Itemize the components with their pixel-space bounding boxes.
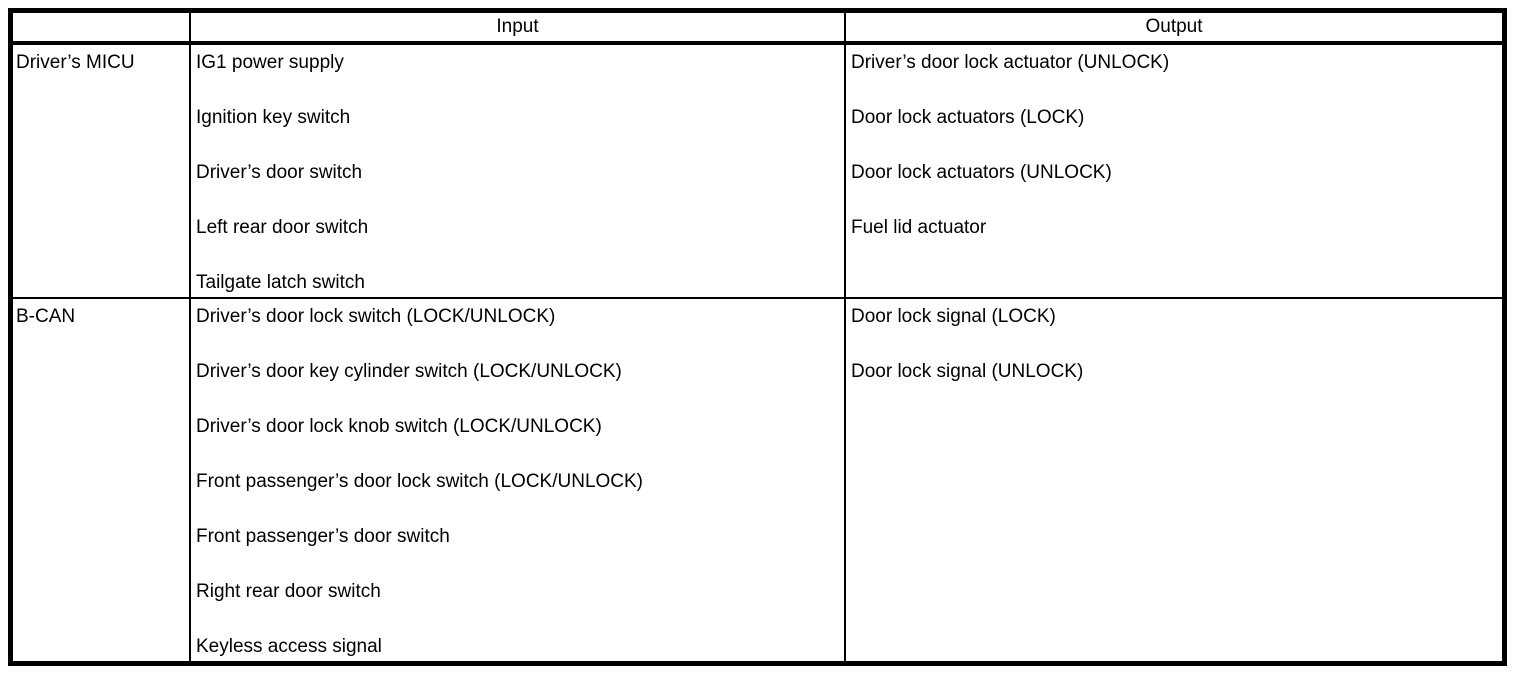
input-item: IG1 power supply	[196, 52, 344, 73]
output-item: Door lock actuators (LOCK)	[851, 107, 1085, 128]
header-cell-input: Input	[189, 13, 844, 45]
row-b-can-inputs: Driver’s door lock switch (LOCK/UNLOCK) …	[189, 297, 844, 661]
output-item: Fuel lid actuator	[851, 217, 987, 238]
row-source-b-can: B-CAN	[13, 297, 189, 661]
row-source-drivers-micu: Driver’s MICU	[16, 52, 135, 73]
input-item: Driver’s door lock knob switch (LOCK/UNL…	[196, 416, 602, 437]
output-item: Door lock actuators (UNLOCK)	[851, 162, 1112, 183]
input-item: Driver’s door lock switch (LOCK/UNLOCK)	[196, 306, 556, 327]
row-b-can-outputs: Door lock signal (LOCK) Door lock signal…	[844, 297, 1502, 661]
output-item: Driver’s door lock actuator (UNLOCK)	[851, 52, 1170, 73]
input-item: Right rear door switch	[196, 581, 381, 602]
input-item: Ignition key switch	[196, 107, 351, 128]
input-item: Keyless access signal	[196, 636, 382, 657]
input-item: Front passenger’s door switch	[196, 526, 450, 547]
header-cell-source	[13, 13, 189, 45]
input-item: Tailgate latch switch	[196, 272, 365, 293]
output-item: Door lock signal (LOCK)	[851, 306, 1056, 327]
input-output-table: Input Output Driver’s MICU IG1 power sup…	[8, 8, 1507, 666]
input-item: Left rear door switch	[196, 217, 369, 238]
input-item: Driver’s door key cylinder switch (LOCK/…	[196, 361, 622, 382]
input-item: Driver’s door switch	[196, 162, 363, 183]
row-drivers-micu-inputs: IG1 power supply Ignition key switch Dri…	[189, 45, 844, 297]
output-item: Door lock signal (UNLOCK)	[851, 361, 1084, 382]
input-item: Front passenger’s door lock switch (LOCK…	[196, 471, 644, 492]
row-drivers-micu-outputs: Driver’s door lock actuator (UNLOCK) Doo…	[844, 45, 1502, 297]
header-cell-output: Output	[844, 13, 1502, 45]
